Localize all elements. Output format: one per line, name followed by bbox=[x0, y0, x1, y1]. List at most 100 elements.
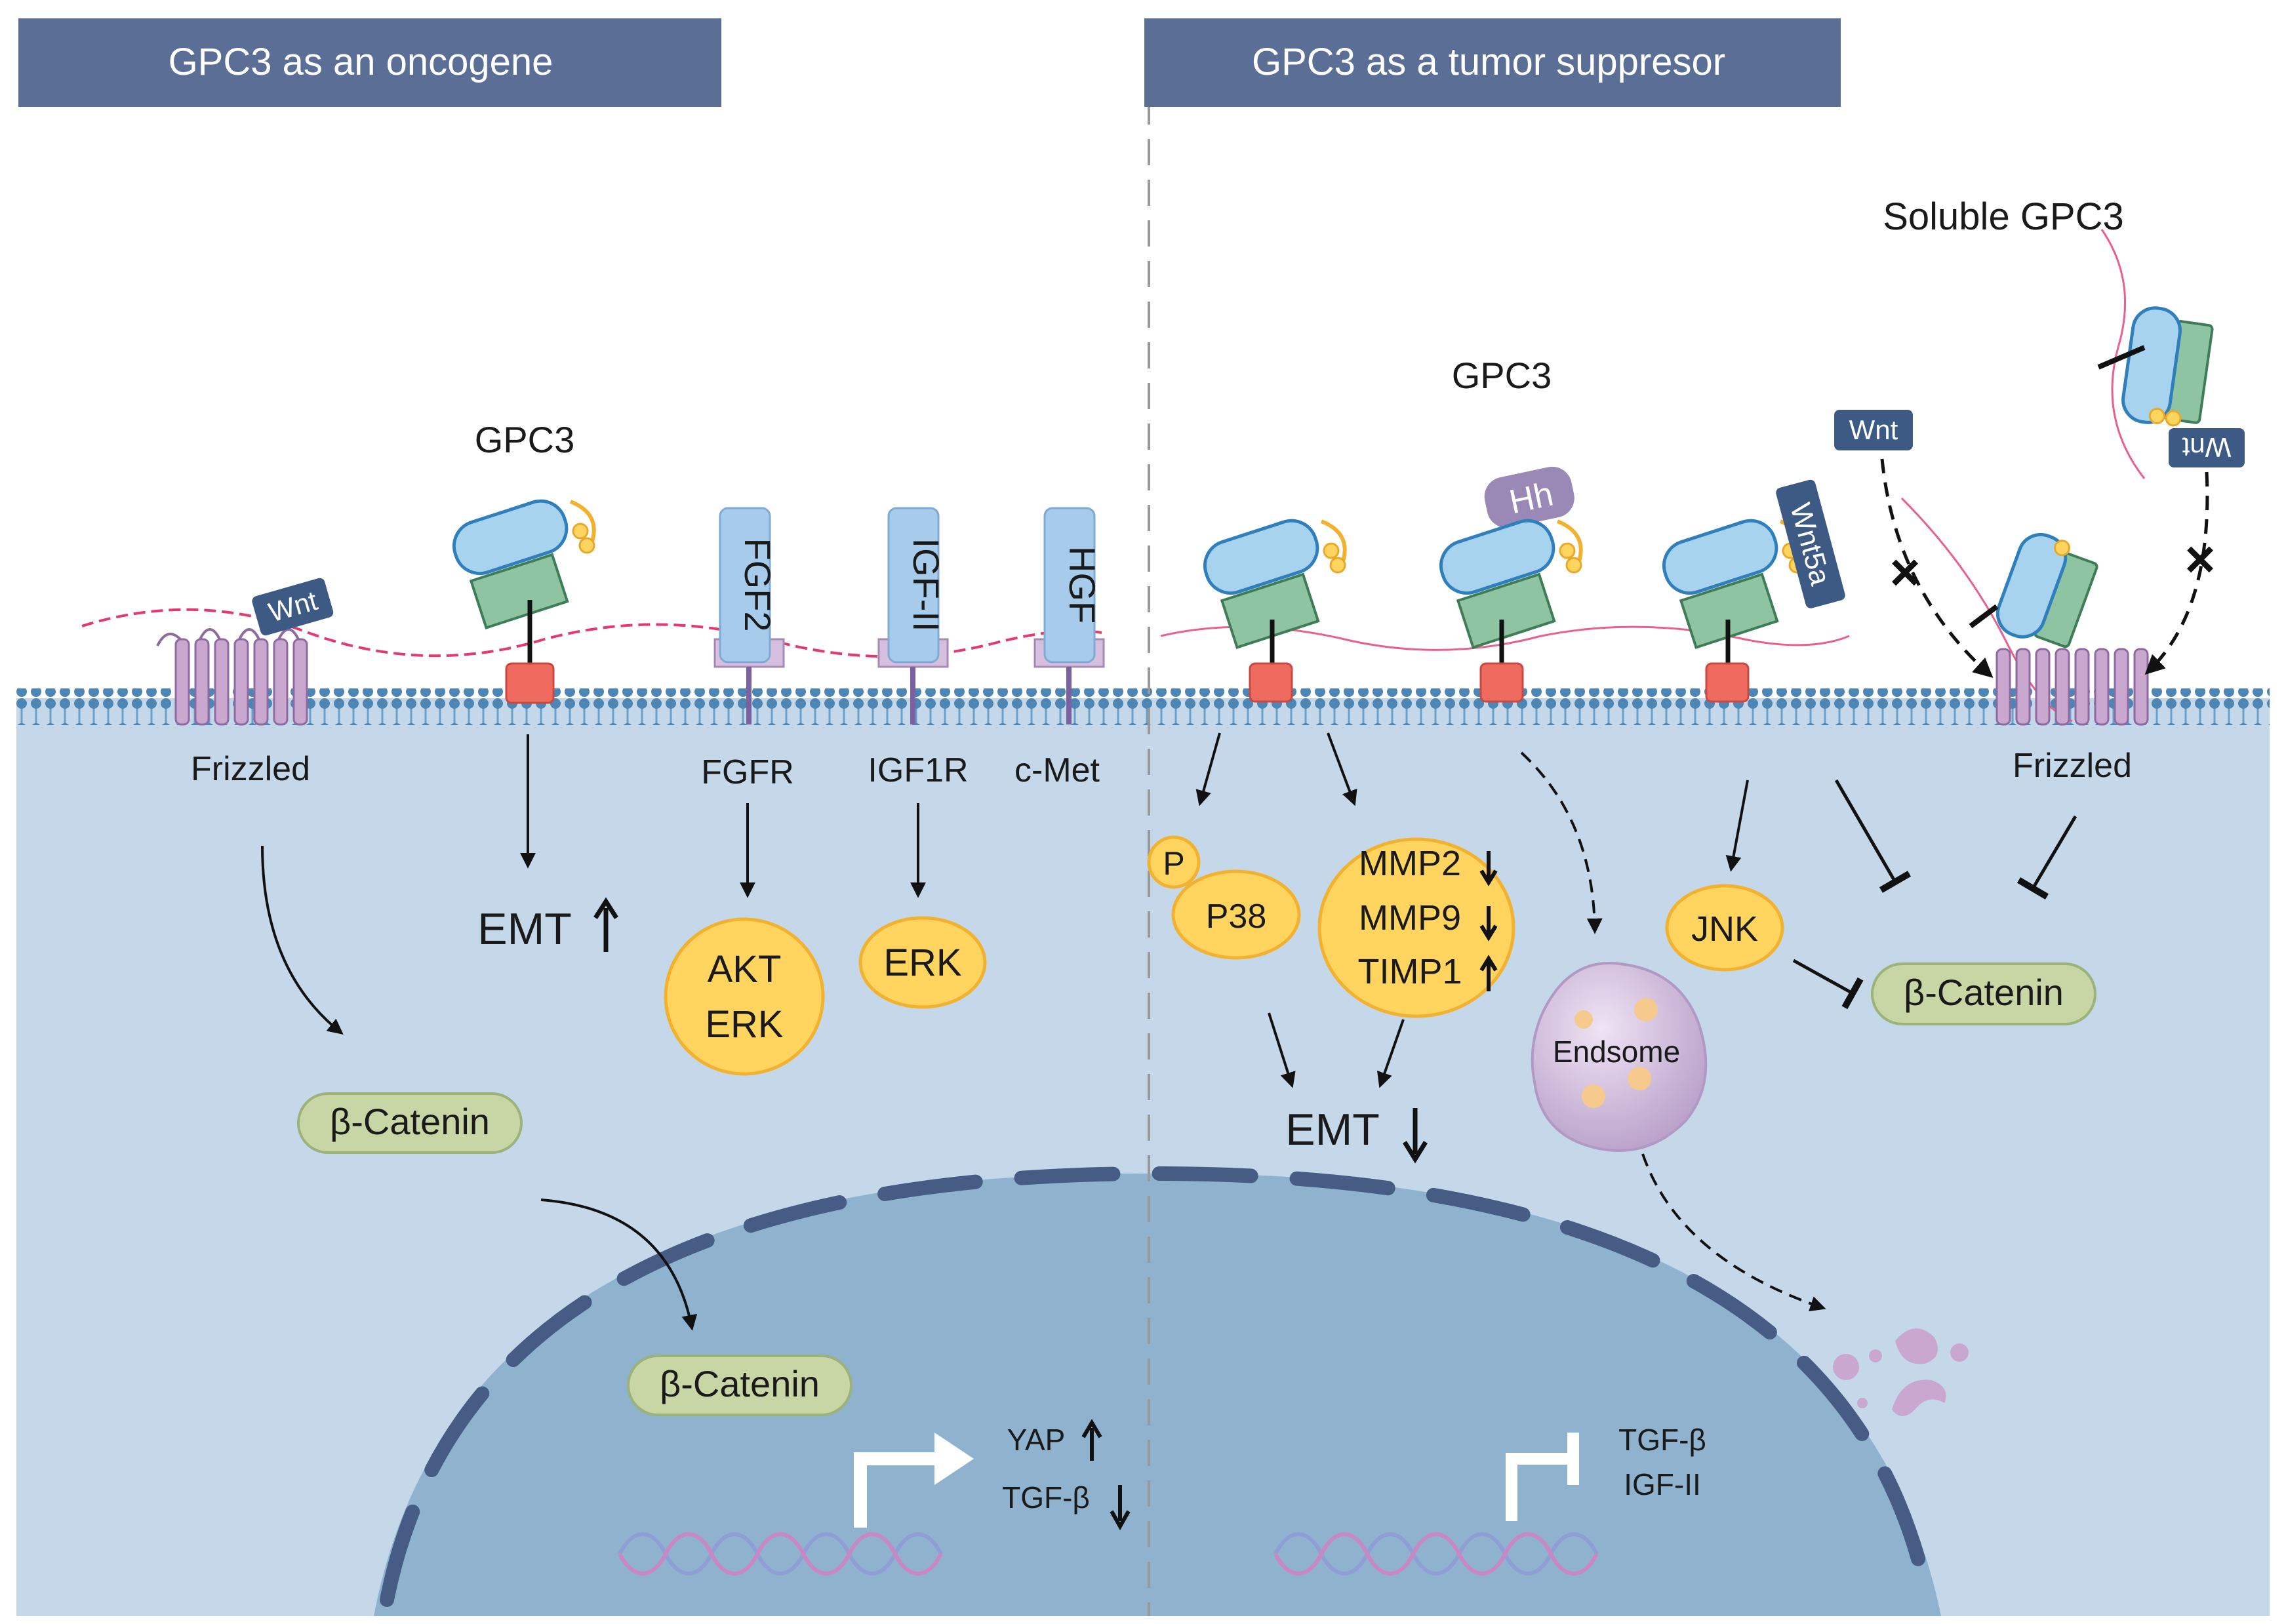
dna-helix-right bbox=[1273, 1532, 1599, 1575]
label-yap: YAP bbox=[1007, 1423, 1066, 1457]
label-emt-right: EMT bbox=[1285, 1105, 1380, 1155]
frizzled-receptor-right bbox=[1995, 648, 2149, 726]
svg-text:P38: P38 bbox=[1206, 898, 1267, 936]
phospho-circle: P bbox=[1147, 835, 1201, 889]
blocked-arrow-wnt-to-frizzled bbox=[1880, 458, 1994, 679]
frizzled-receptor-left bbox=[156, 628, 308, 726]
label-frizzled-right: Frizzled bbox=[2013, 747, 2132, 785]
inhibit-bar-frizzled-gpc3 bbox=[1969, 604, 1999, 629]
label-cmet: c-Met bbox=[1014, 751, 1100, 789]
down-arrow-mmp9 bbox=[1479, 906, 1498, 941]
header-tumor-suppressor: GPC3 as a tumor suppresor bbox=[1144, 18, 1841, 107]
svg-text:Wnt: Wnt bbox=[1849, 414, 1898, 445]
svg-text:β-Catenin: β-Catenin bbox=[660, 1363, 820, 1404]
down-arrow-mmp2 bbox=[1479, 851, 1498, 886]
label-soluble-gpc3: Soluble GPC3 bbox=[1883, 195, 2124, 238]
transcription-arrowhead-left bbox=[934, 1433, 974, 1485]
down-arrow-emt-right bbox=[1403, 1108, 1428, 1164]
beta-catenin-nucleus: β-Catenin bbox=[627, 1355, 852, 1416]
soluble-gpc3-protein bbox=[2121, 306, 2214, 427]
transcription-repression-right bbox=[1506, 1453, 1571, 1521]
svg-text:MMP9: MMP9 bbox=[1359, 898, 1461, 938]
label-fgfr: FGFR bbox=[701, 753, 794, 791]
inhibit-frizzled-to-catenin bbox=[2016, 815, 2077, 900]
svg-text:ERK: ERK bbox=[705, 1003, 784, 1046]
svg-text:ERK: ERK bbox=[883, 941, 962, 984]
up-arrow-emt-left bbox=[593, 897, 618, 952]
svg-text:Hh: Hh bbox=[1506, 475, 1557, 522]
akt-erk-oval: AKT ERK bbox=[664, 917, 825, 1076]
down-arrow-tgfb bbox=[1110, 1485, 1131, 1531]
svg-text:AKT: AKT bbox=[708, 948, 782, 991]
arrow-gpc3-to-p38 bbox=[1195, 732, 1221, 806]
hgf-ligand: HGF bbox=[1043, 507, 1103, 663]
up-arrow-yap bbox=[1081, 1419, 1102, 1461]
inhibit-bar-soluble-gpc3 bbox=[2097, 345, 2146, 370]
label-gpc3-right: GPC3 bbox=[1452, 355, 1552, 396]
svg-text:P: P bbox=[1163, 845, 1184, 882]
svg-text:β-Catenin: β-Catenin bbox=[330, 1101, 490, 1142]
heparan-sulfate-chain-left bbox=[81, 608, 1102, 658]
beta-catenin-cytoplasm-left: β-Catenin bbox=[297, 1092, 523, 1154]
arrow-gpc3-to-jnk bbox=[1725, 780, 1749, 872]
endosome: Endsome bbox=[1531, 962, 1708, 1152]
gpi-anchor-left bbox=[505, 662, 555, 704]
beta-catenin-right: β-Catenin bbox=[1871, 962, 2096, 1025]
gpc3-protein-right-2 bbox=[1435, 514, 1581, 647]
arrow-frizzled-to-catenin bbox=[261, 845, 344, 1035]
label-emt-left: EMT bbox=[477, 904, 572, 954]
nuclear-envelope bbox=[380, 1166, 1935, 1607]
wnt-ligand-left: Wnt bbox=[252, 578, 334, 636]
svg-text:Endsome: Endsome bbox=[1553, 1035, 1680, 1069]
label-tgfb-left: TGF-β bbox=[1002, 1480, 1090, 1515]
plasma-membrane bbox=[16, 688, 2270, 725]
erk-oval: ERK bbox=[858, 916, 987, 1009]
degraded-fragments bbox=[1833, 1328, 1969, 1416]
gpc3-protein-left bbox=[448, 494, 594, 627]
up-arrow-timp1 bbox=[1479, 955, 1498, 991]
arrow-catenin-to-nucleus bbox=[540, 1198, 698, 1331]
gpc3-protein-right-3 bbox=[1658, 514, 1804, 647]
inhibit-jnk-to-catenin bbox=[1792, 959, 1864, 1010]
cross-mark-wnt: × bbox=[1890, 543, 1921, 601]
fgf2-ligand: FGF2 bbox=[719, 507, 778, 663]
arrow-gpc3-to-mmp bbox=[1327, 732, 1357, 806]
wnt5a-ligand: Wnt5a bbox=[1776, 479, 1845, 608]
dashed-arrow-gpc3-to-endosome bbox=[1520, 751, 1603, 934]
p38-oval: P38 bbox=[1171, 869, 1301, 960]
svg-text:FGF2: FGF2 bbox=[737, 538, 778, 631]
label-tgfb-right: TGF-β bbox=[1618, 1423, 1706, 1457]
label-igf1r: IGF1R bbox=[868, 751, 968, 789]
cross-mark-wnt-inverted: × bbox=[2185, 530, 2216, 588]
repression-bar-right bbox=[1567, 1433, 1579, 1485]
svg-text:HGF: HGF bbox=[1062, 546, 1103, 624]
svg-text:MMP2: MMP2 bbox=[1359, 844, 1461, 883]
heparan-sulfate-chain-soluble bbox=[2100, 229, 2146, 479]
transcription-arrow-left bbox=[854, 1452, 941, 1528]
jnk-oval: JNK bbox=[1665, 884, 1784, 972]
svg-text:Wnt: Wnt bbox=[2182, 432, 2231, 463]
svg-text:TIMP1: TIMP1 bbox=[1357, 952, 1462, 991]
wnt-ligand-right: Wnt bbox=[1834, 410, 1913, 450]
svg-text:GPC3 as a tumor suppresor: GPC3 as a tumor suppresor bbox=[1252, 41, 1725, 83]
hh-ligand: Hh bbox=[1484, 466, 1574, 528]
svg-text:β-Catenin: β-Catenin bbox=[1904, 972, 2064, 1013]
inhibit-gpc3-to-catenin bbox=[1834, 779, 1912, 893]
gpi-anchor-right-2 bbox=[1479, 662, 1524, 703]
svg-text:GPC3 as an oncogene: GPC3 as an oncogene bbox=[169, 41, 553, 83]
arrow-mmp-to-emt bbox=[1377, 1019, 1405, 1088]
label-gpc3-left: GPC3 bbox=[475, 419, 575, 460]
dna-helix-left bbox=[618, 1532, 943, 1575]
label-igf2-right: IGF-II bbox=[1624, 1467, 1701, 1501]
gpc3-bound-frizzled bbox=[1995, 532, 2098, 648]
arrow-p38-to-emt bbox=[1268, 1012, 1296, 1088]
igf2-ligand: IGF-II bbox=[887, 507, 947, 663]
blocked-arrow-wnt-inverted-to-frizzled bbox=[2144, 471, 2209, 675]
dashed-arrow-endosome-to-degradation bbox=[1641, 1153, 1826, 1312]
wnt-ligand-inverted: Wnt bbox=[2169, 428, 2245, 467]
mmp-timp-oval: MMP2 MMP9 TIMP1 bbox=[1317, 837, 1515, 1018]
header-oncogene: GPC3 as an oncogene bbox=[18, 18, 721, 107]
gpi-anchor-right-3 bbox=[1705, 662, 1750, 703]
label-frizzled-left: Frizzled bbox=[191, 750, 310, 788]
